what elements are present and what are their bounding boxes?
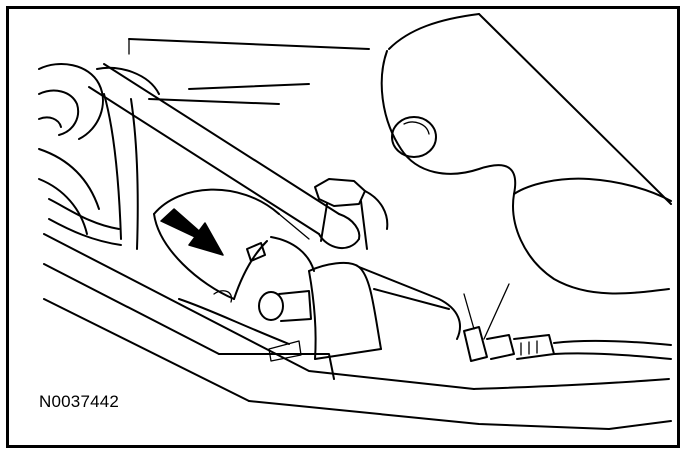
diagonal-rod: [88, 63, 361, 249]
upper-bracket: [128, 38, 370, 105]
left-hose-assembly: [38, 63, 160, 250]
upper-housing: [380, 13, 672, 295]
hex-bolt: [314, 178, 389, 250]
figure-reference-code: N0037442: [37, 392, 122, 412]
illustration-frame: N0037442: [6, 6, 680, 448]
canister-body: [153, 188, 315, 300]
arrow-icon: [160, 208, 224, 256]
connector-fitting: [463, 283, 672, 362]
mounting-bracket: [213, 261, 461, 360]
base-rail: [43, 233, 672, 430]
engine-component-diagram: [38, 13, 672, 430]
